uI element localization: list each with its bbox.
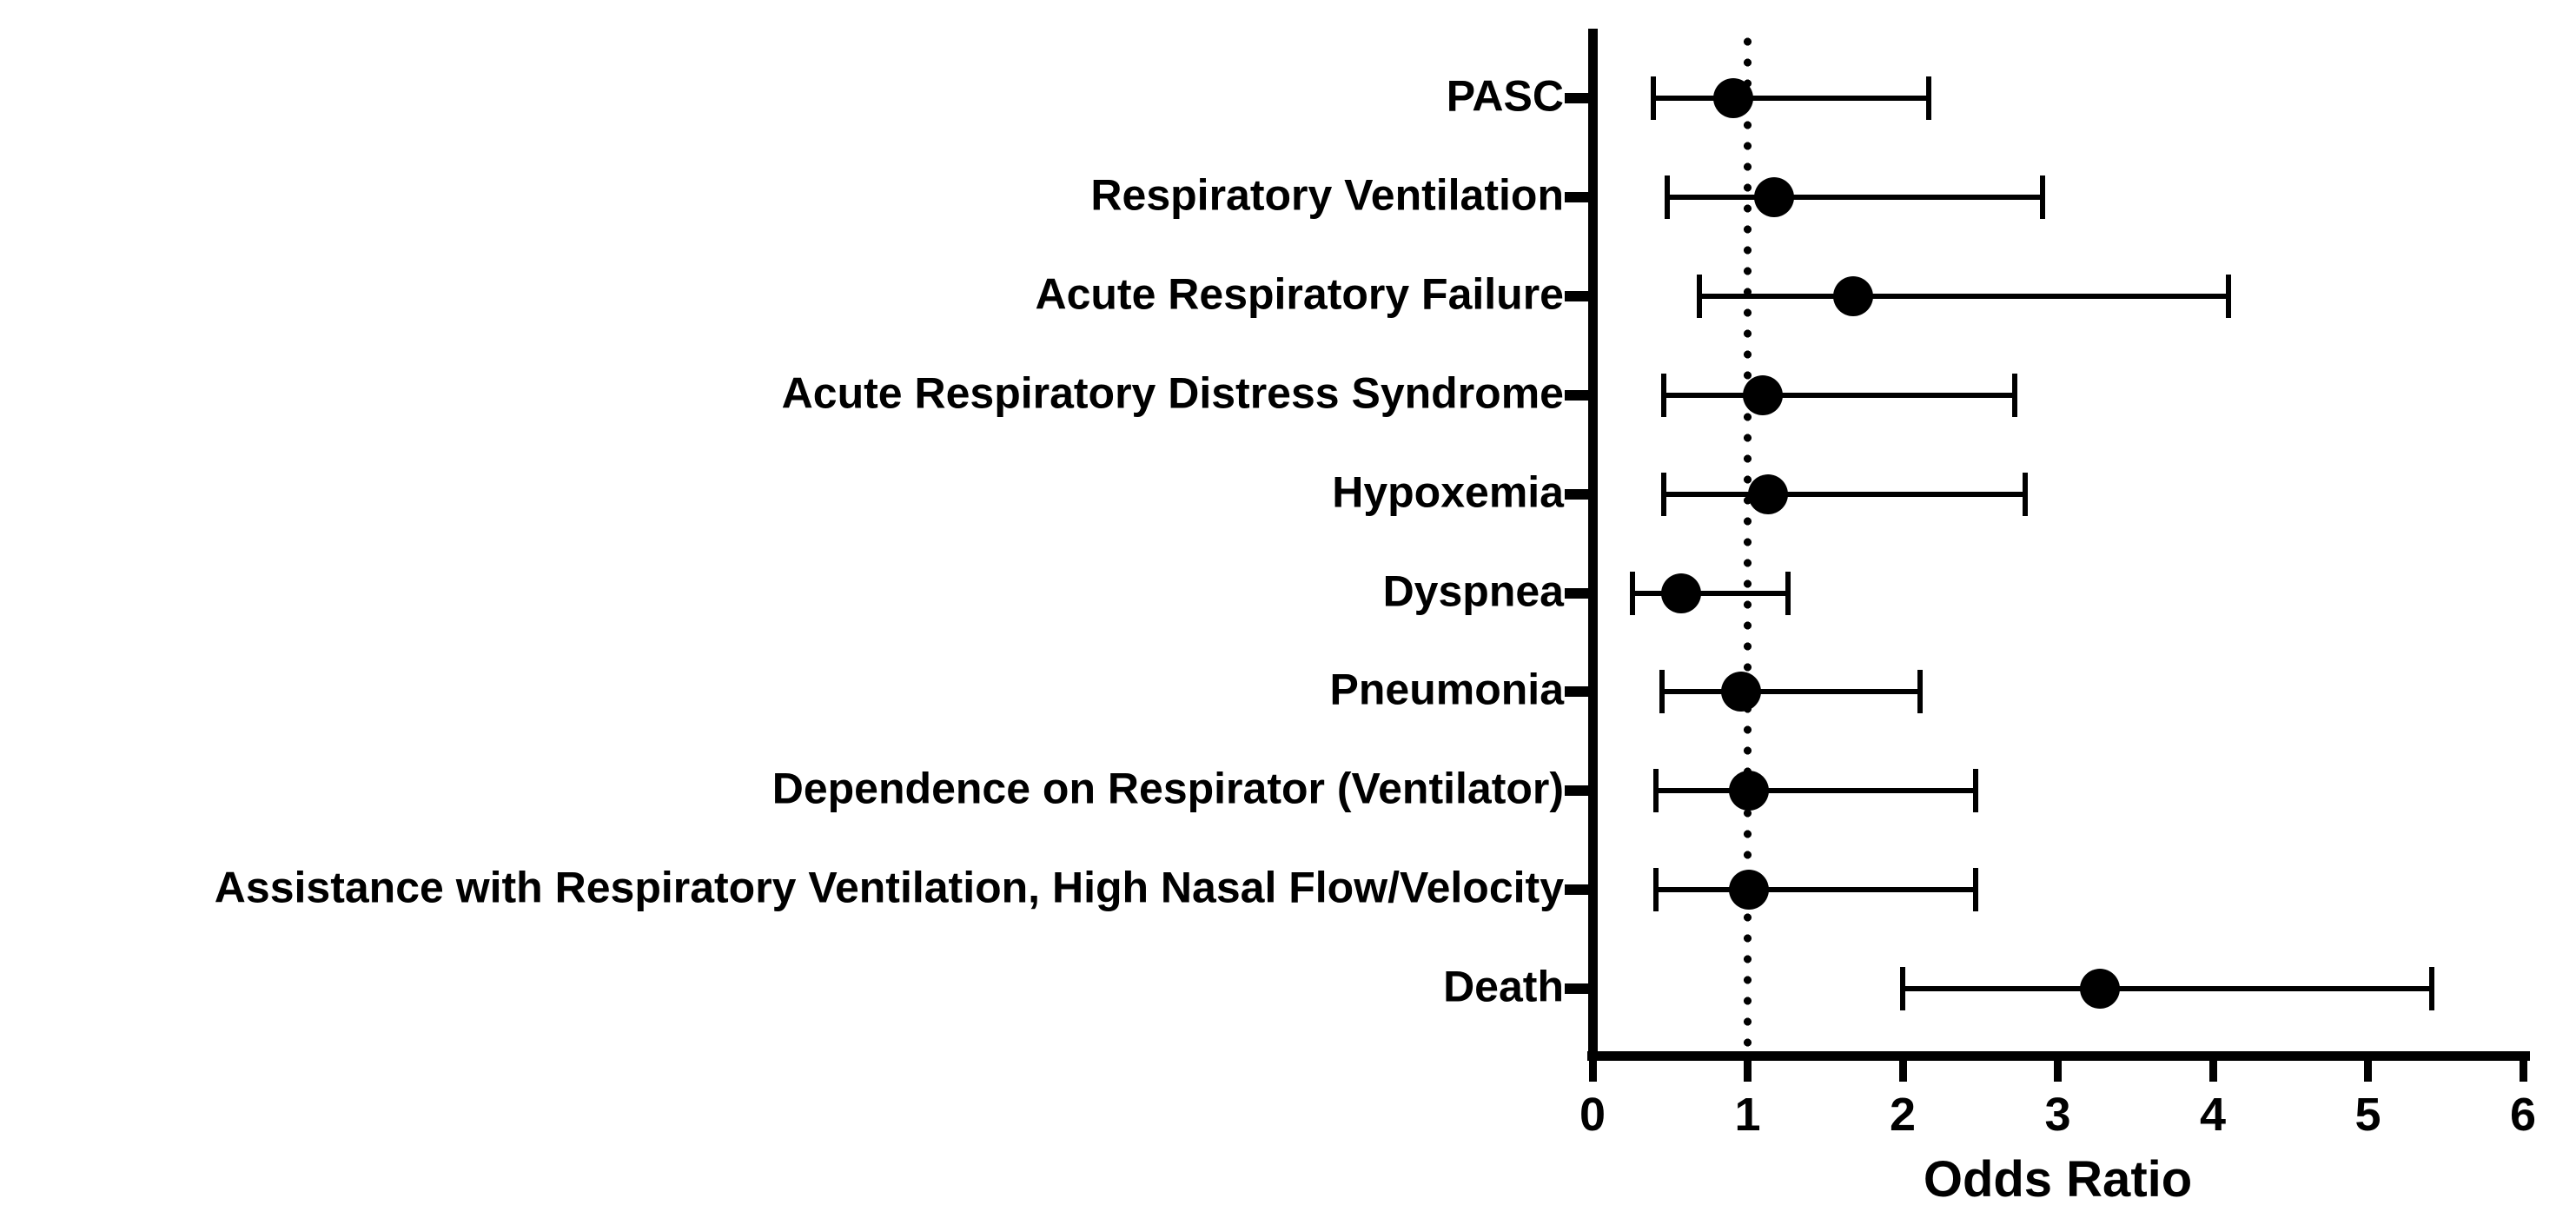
- ci-cap-high: [1785, 571, 1791, 615]
- ci-cap-high: [2023, 472, 2028, 516]
- y-axis-tick: [1564, 587, 1588, 599]
- x-axis-tick: [2208, 1060, 2217, 1082]
- category-label: Dependence on Respirator (Ventilator): [771, 764, 1564, 813]
- category-label: Hypoxemia: [1332, 467, 1564, 517]
- ci-cap-low: [1900, 967, 1905, 1011]
- ci-cap-high: [1972, 769, 1978, 813]
- x-axis-tick-label: 0: [1579, 1089, 1606, 1141]
- x-axis-tick: [2364, 1060, 2372, 1082]
- ci-cap-low: [1653, 868, 1659, 912]
- y-axis-tick: [1564, 191, 1588, 202]
- ci-line: [1664, 491, 2025, 497]
- x-axis-tick: [2054, 1060, 2062, 1082]
- category-label: Pneumonia: [1329, 665, 1564, 715]
- x-axis-tick-label: 2: [1889, 1089, 1917, 1141]
- category-label: Acute Respiratory Distress Syndrome: [781, 368, 1564, 418]
- ci-line: [1903, 986, 2432, 992]
- ci-cap-low: [1630, 571, 1636, 615]
- or-point-marker: [2079, 969, 2120, 1010]
- y-axis-tick: [1564, 488, 1588, 500]
- x-axis-tick: [1898, 1060, 1907, 1082]
- x-axis-tick-label: 4: [2199, 1089, 2227, 1141]
- category-label: PASC: [1446, 71, 1564, 121]
- ci-line: [1632, 590, 1788, 596]
- ci-cap-high: [2225, 274, 2231, 318]
- ci-cap-high: [2428, 967, 2434, 1011]
- x-axis-tick: [2519, 1060, 2527, 1082]
- ci-line: [1666, 194, 2043, 200]
- category-label: Dyspnea: [1382, 566, 1564, 616]
- ci-line: [1656, 887, 1976, 893]
- x-axis-tick: [1744, 1060, 1752, 1082]
- or-point-marker: [1832, 275, 1873, 316]
- x-axis-tick-label: 1: [1734, 1089, 1761, 1141]
- ci-cap-high: [1926, 76, 1932, 120]
- x-axis-title: Odds Ratio: [1923, 1151, 2193, 1208]
- x-axis-tick-label: 3: [2044, 1089, 2071, 1141]
- ci-line: [1662, 689, 1920, 695]
- ci-cap-low: [1653, 769, 1659, 813]
- ci-line: [1652, 96, 1930, 101]
- y-axis-tick: [1564, 389, 1588, 401]
- ci-cap-high: [2039, 175, 2045, 219]
- y-axis-tick: [1564, 785, 1588, 797]
- x-axis-line: [1586, 1050, 2530, 1061]
- y-axis-tick: [1564, 290, 1588, 301]
- or-point-marker: [1747, 473, 1788, 514]
- ci-cap-high: [1917, 670, 1923, 714]
- or-point-marker: [1753, 176, 1794, 217]
- ci-cap-low: [1661, 472, 1667, 516]
- y-axis-tick: [1564, 983, 1588, 995]
- category-label: Assistance with Respiratory Ventilation,…: [214, 863, 1564, 912]
- x-axis-tick: [1588, 1060, 1597, 1082]
- ci-cap-low: [1659, 670, 1665, 714]
- y-axis-tick: [1564, 93, 1588, 103]
- ci-cap-low: [1697, 274, 1703, 318]
- category-label: Acute Respiratory Failure: [1035, 269, 1564, 319]
- ci-cap-low: [1650, 76, 1656, 120]
- x-axis-tick-label: 5: [2354, 1089, 2381, 1141]
- y-axis-line: [1587, 29, 1598, 1061]
- ci-line: [1699, 293, 2228, 299]
- ci-line: [1664, 392, 2015, 398]
- or-point-marker: [1660, 573, 1701, 613]
- category-label: Respiratory Ventilation: [1090, 170, 1564, 220]
- reference-line-or1: [1744, 31, 1752, 1049]
- or-point-marker: [1721, 672, 1762, 712]
- y-axis-tick: [1564, 884, 1588, 896]
- y-axis-tick: [1564, 686, 1588, 698]
- ci-cap-high: [1972, 868, 1978, 912]
- ci-line: [1656, 788, 1976, 794]
- ci-cap-low: [1664, 175, 1670, 219]
- ci-cap-low: [1661, 373, 1667, 417]
- x-axis-tick-label: 6: [2509, 1089, 2537, 1141]
- category-label: Death: [1443, 962, 1564, 1011]
- ci-cap-high: [2011, 373, 2017, 417]
